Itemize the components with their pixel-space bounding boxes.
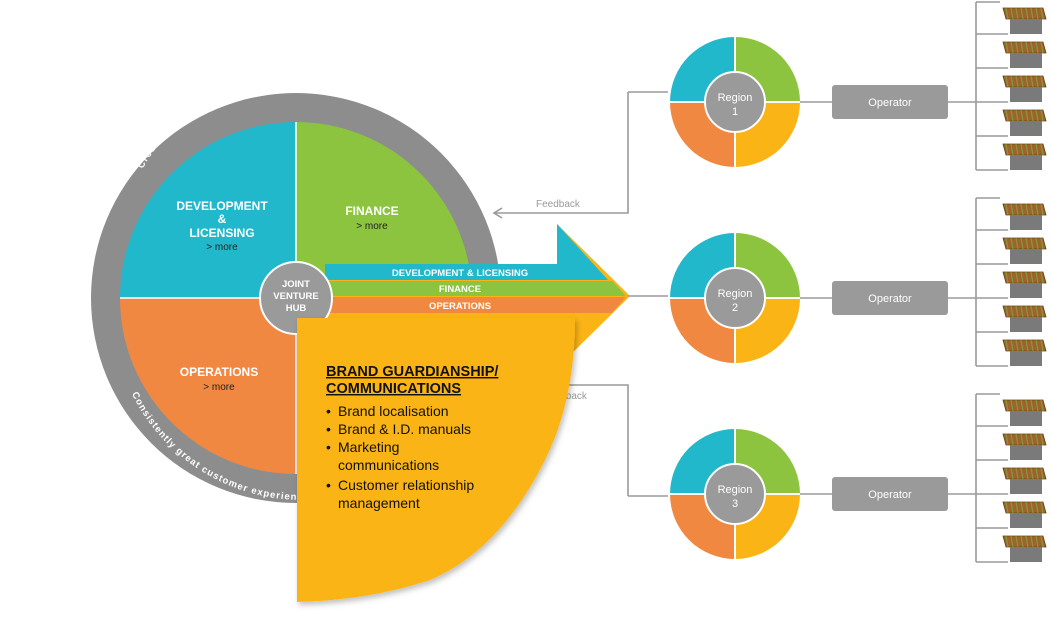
hub-center-line-1: JOINT	[282, 279, 310, 290]
operator-3-button[interactable]: Operator	[832, 477, 948, 511]
hub-output-arrow	[325, 224, 630, 368]
arrow-band-development-licensing	[325, 224, 608, 280]
quadrant-finance[interactable]	[296, 122, 472, 298]
arrow-band-finance	[325, 281, 626, 296]
arrow-band-label-finance: FINANCE	[439, 284, 481, 295]
region-2-label: Region	[718, 288, 753, 300]
brand-bullet-4a: Customer relationship	[338, 477, 474, 493]
brand-bullet-4b: management	[338, 495, 420, 511]
brand-guardianship-panel[interactable]	[297, 318, 575, 602]
dev-licensing-title-1: DEVELOPMENT	[176, 199, 268, 213]
feedback-bottom-connector	[560, 384, 629, 496]
store-icon	[1002, 75, 1047, 102]
dev-licensing-more-link[interactable]: > more	[206, 242, 238, 253]
region-2-number: 2	[732, 302, 738, 314]
brand-bullet-3b: communications	[338, 457, 439, 473]
feedback-top-connector	[494, 92, 629, 214]
arrow-band-label-operations: OPERATIONS	[429, 301, 491, 312]
region-1-hub	[704, 71, 766, 133]
brand-title-line-1: BRAND GUARDIANSHIP/	[326, 364, 498, 380]
operations-title: OPERATIONS	[180, 365, 258, 379]
quadrant-development-licensing[interactable]	[120, 122, 296, 298]
operator-box	[832, 281, 948, 315]
store-icon	[1002, 203, 1047, 230]
brand-bullet-dot: •	[326, 477, 331, 493]
operator-1-label: Operator	[868, 97, 912, 109]
brand-bullet-2: Brand & I.D. manuals	[338, 421, 471, 437]
region-1-label: Region	[718, 92, 753, 104]
hub-center-line-3: HUB	[286, 303, 307, 314]
brand-bullet-dot: •	[326, 421, 331, 437]
operator-2-label: Operator	[868, 293, 912, 305]
store-icon	[1002, 467, 1047, 494]
region-3[interactable]: Region 3	[670, 429, 800, 559]
brand-bullet-dot: •	[326, 439, 331, 455]
store-icon	[1002, 305, 1047, 332]
joint-venture-hub-center[interactable]	[259, 261, 333, 335]
brand-bullet-dot: •	[326, 403, 331, 419]
store-icon	[1002, 109, 1047, 136]
region-1-number: 1	[732, 106, 738, 118]
region-3-label: Region	[718, 484, 753, 496]
quadrant-operations[interactable]	[120, 298, 296, 474]
feedback-top-arrowhead	[492, 207, 503, 219]
region-2-hub	[704, 267, 766, 329]
operator-box	[832, 85, 948, 119]
brand-bullet-1: Brand localisation	[338, 403, 449, 419]
brand-title-line-2: COMMUNICATIONS	[326, 381, 461, 397]
arrow-band-operations	[325, 297, 626, 313]
brand-bullet-3a: Marketing	[338, 439, 399, 455]
hub-center-line-2: VENTURE	[273, 291, 318, 302]
store-icon	[1002, 433, 1047, 460]
finance-more-link[interactable]: > more	[356, 221, 388, 232]
store-icon	[1002, 501, 1047, 528]
arrow-band-label-development-licensing: DEVELOPMENT & LICENSING	[392, 268, 528, 279]
store-icon	[1002, 339, 1047, 366]
regions-layer: Region1OperatorRegion2OperatorRegion3Ope…	[670, 1, 1047, 563]
store-icon	[1002, 399, 1047, 426]
store-icon	[1002, 237, 1047, 264]
operator-1-button[interactable]: Operator	[832, 85, 948, 119]
operator-3-label: Operator	[868, 489, 912, 501]
operator-box	[832, 477, 948, 511]
operator-2-button[interactable]: Operator	[832, 281, 948, 315]
store-icon	[1002, 7, 1047, 34]
dev-licensing-title-2: &	[218, 212, 227, 226]
operations-more-link[interactable]: > more	[203, 382, 235, 393]
region-2[interactable]: Region 2	[670, 233, 800, 363]
store-icon	[1002, 535, 1047, 562]
region-1[interactable]: Region 1	[670, 37, 800, 167]
finance-title: FINANCE	[345, 204, 398, 218]
dev-licensing-title-3: LICENSING	[189, 226, 254, 240]
store-icon	[1002, 41, 1047, 68]
region-3-number: 3	[732, 498, 738, 510]
store-icon	[1002, 271, 1047, 298]
feedback-top-label: Feedback	[536, 199, 581, 210]
region-3-hub	[704, 463, 766, 525]
store-icon	[1002, 143, 1047, 170]
